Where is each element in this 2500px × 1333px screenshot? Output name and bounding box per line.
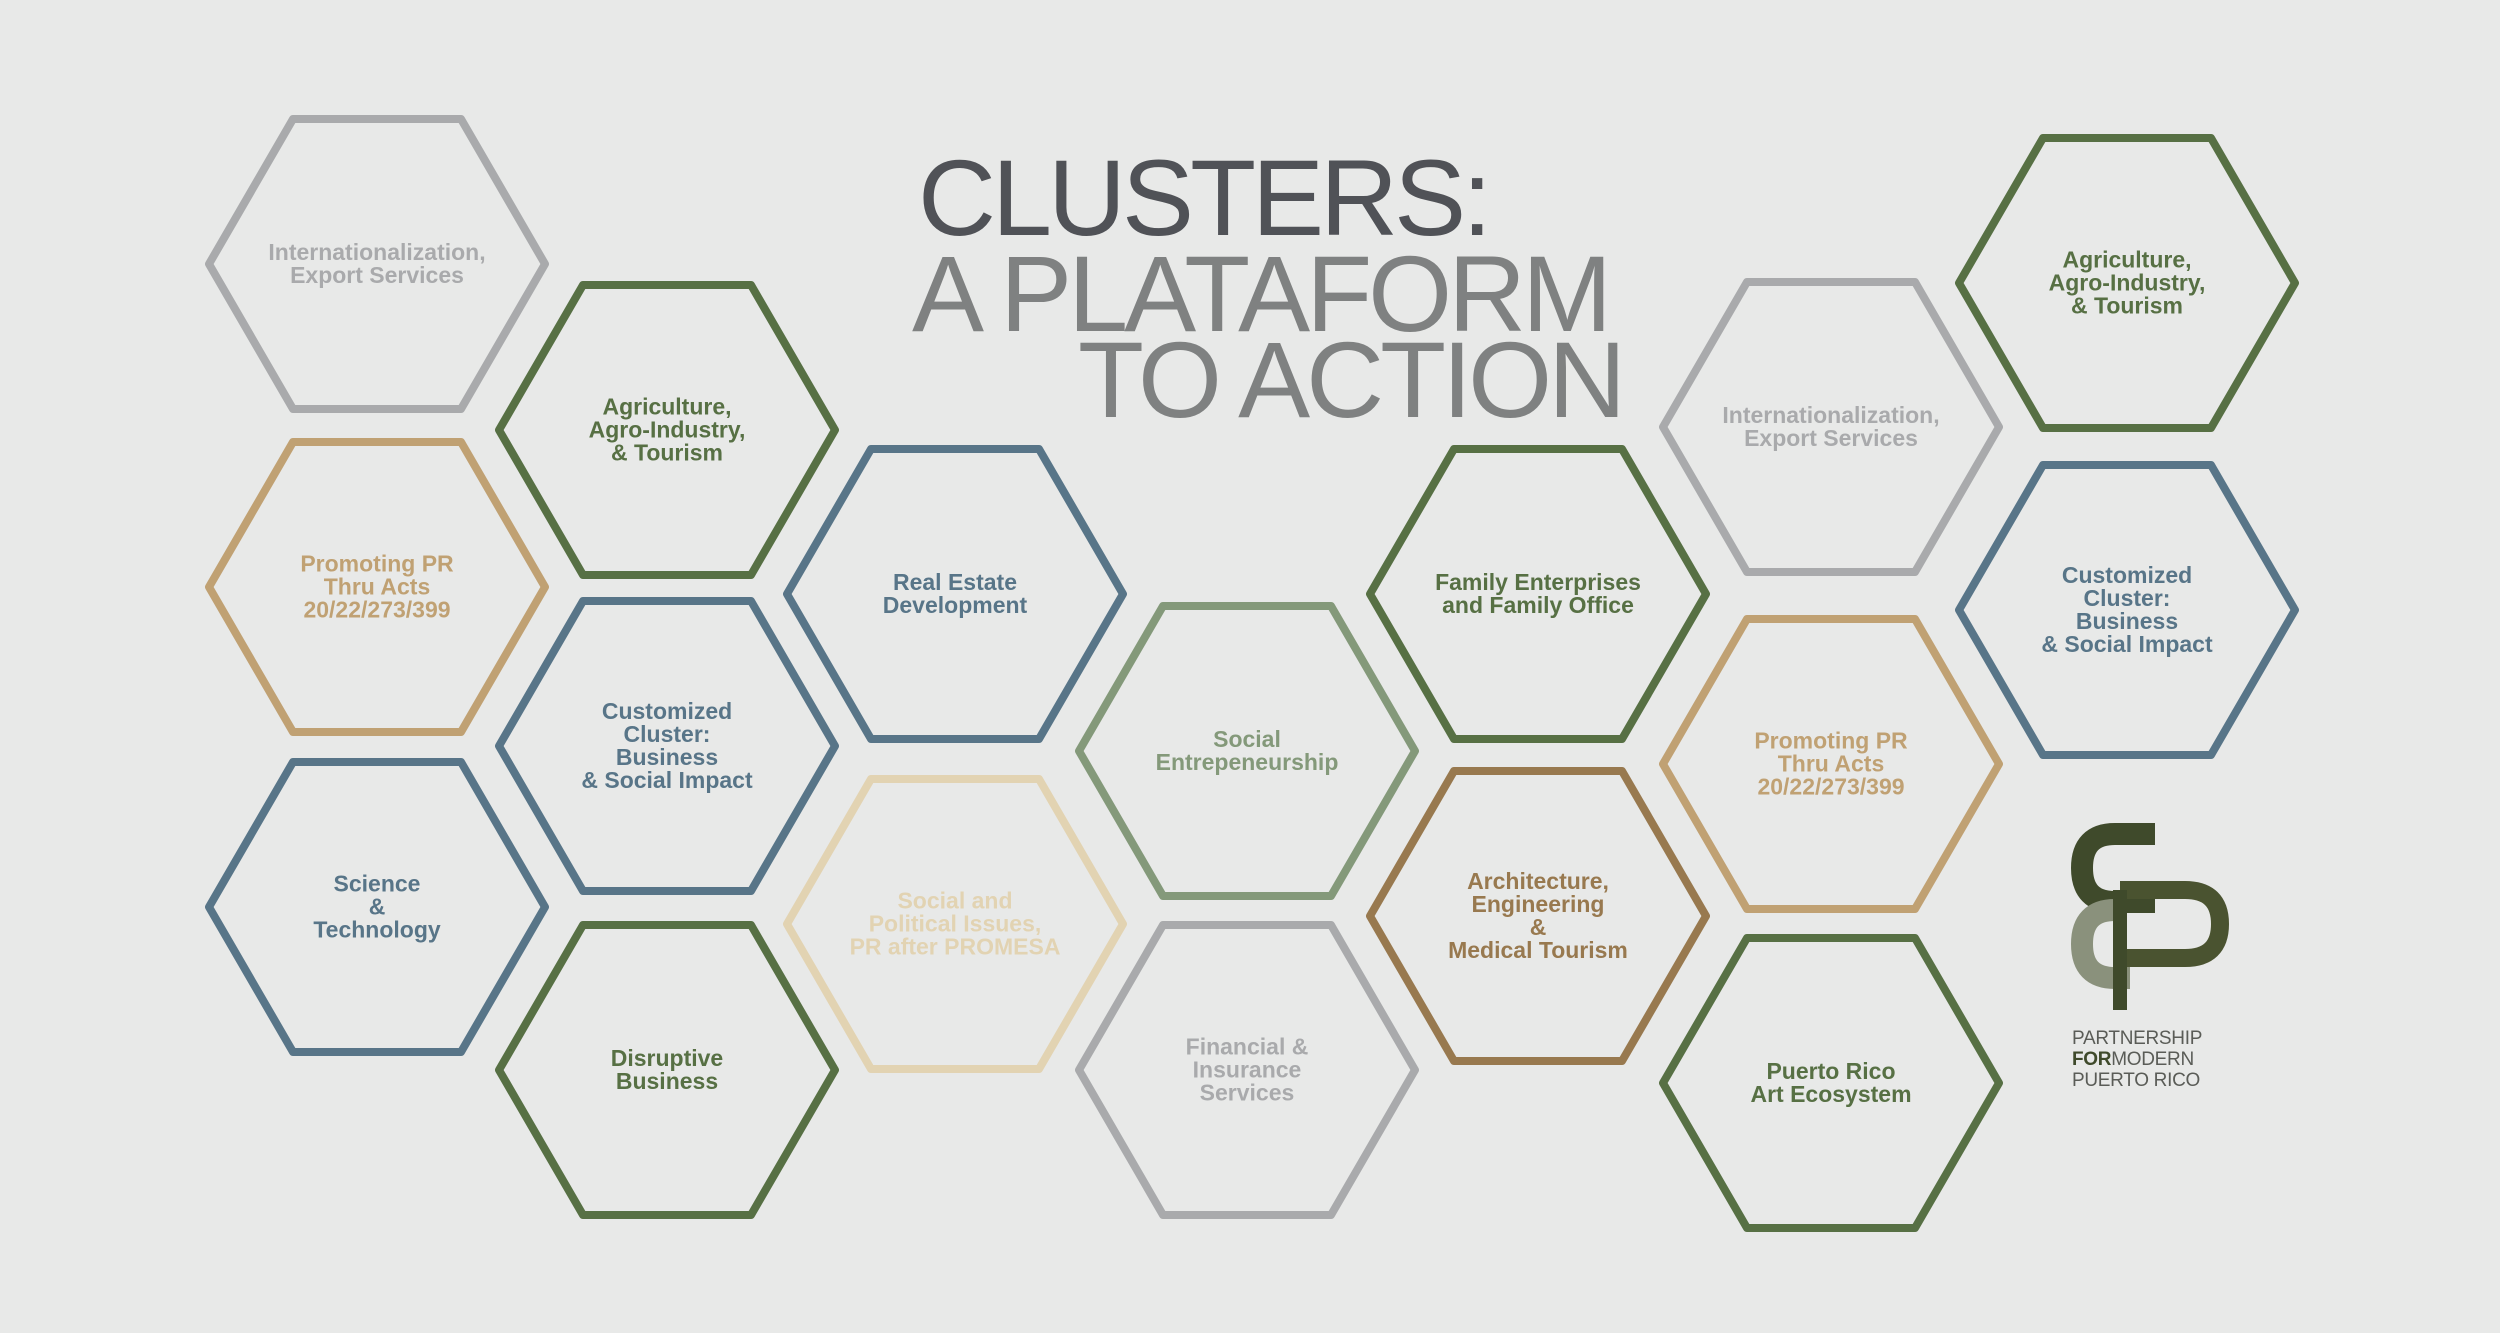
hex-architecture (1366, 767, 1710, 1065)
hex-agriculture-right (1955, 134, 2299, 432)
hex-customized-cluster-left-label: Customized Cluster: Business & Social Im… (581, 698, 753, 793)
hex-customized-cluster-right-label: Customized Cluster: Business & Social Im… (2041, 562, 2213, 657)
title-line-1: CLUSTERS: (918, 137, 1492, 258)
hex-social-political (783, 775, 1127, 1073)
hex-architecture-label: Architecture, Engineering & Medical Tour… (1448, 868, 1628, 963)
hex-promoting-pr-right (1659, 615, 2003, 913)
hex-science-technology-label: Science & Technology (313, 870, 441, 943)
hex-real-estate-label: Real Estate Development (882, 569, 1028, 618)
hex-internationalization-right (1659, 278, 2003, 576)
hex-real-estate (783, 445, 1127, 743)
title-line-2: A PLATAFORM (912, 233, 1612, 354)
logo-text-line-3: PUERTO RICO (2072, 1070, 2200, 1091)
hex-financial-insurance (1075, 921, 1419, 1219)
hex-art-ecosystem-label: Puerto Rico Art Ecosystem (1750, 1058, 1912, 1107)
hex-internationalization-left (205, 115, 549, 413)
hex-social-entrepreneurship-label: Social Entrepeneurship (1155, 726, 1339, 775)
hex-customized-cluster-left (495, 597, 839, 895)
hex-internationalization-right-label: Internationalization, Export Services (1722, 402, 1940, 451)
hex-customized-cluster-right (1955, 461, 2299, 759)
hex-promoting-pr-left (205, 438, 549, 736)
logo-text-for: FOR (2072, 1049, 2112, 1070)
logo-text-line-1: PARTNERSHIP (2072, 1028, 2203, 1049)
hex-family-enterprises (1366, 445, 1710, 743)
hex-financial-insurance-label: Financial & Insurance Services (1185, 1033, 1309, 1106)
hex-family-enterprises-label: Family Enterprises and Family Office (1435, 569, 1641, 618)
hex-agriculture-left (495, 281, 839, 579)
logo-text-line-2: FORMODERN (2072, 1049, 2194, 1070)
hex-agriculture-right-label: Agriculture, Agro-Industry, & Tourism (2048, 246, 2206, 319)
hex-agriculture-left-label: Agriculture, Agro-Industry, & Tourism (588, 393, 746, 466)
hex-art-ecosystem (1659, 934, 2003, 1232)
hex-promoting-pr-right-label: Promoting PR Thru Acts 20/22/273/399 (1754, 727, 1908, 800)
title-line-3: TO ACTION (1078, 319, 1626, 440)
hex-science-technology (205, 758, 549, 1056)
partnership-logo-icon (2070, 823, 2230, 1010)
hex-social-entrepreneurship (1075, 602, 1419, 900)
hex-internationalization-left-label: Internationalization, Export Services (268, 239, 486, 288)
logo-text-modern: MODERN (2111, 1049, 2194, 1070)
hex-promoting-pr-left-label: Promoting PR Thru Acts 20/22/273/399 (300, 550, 454, 623)
hex-disruptive-business-label: Disruptive Business (610, 1045, 724, 1094)
hex-disruptive-business (495, 921, 839, 1219)
hex-social-political-label: Social and Political Issues, PR after PR… (849, 887, 1061, 960)
